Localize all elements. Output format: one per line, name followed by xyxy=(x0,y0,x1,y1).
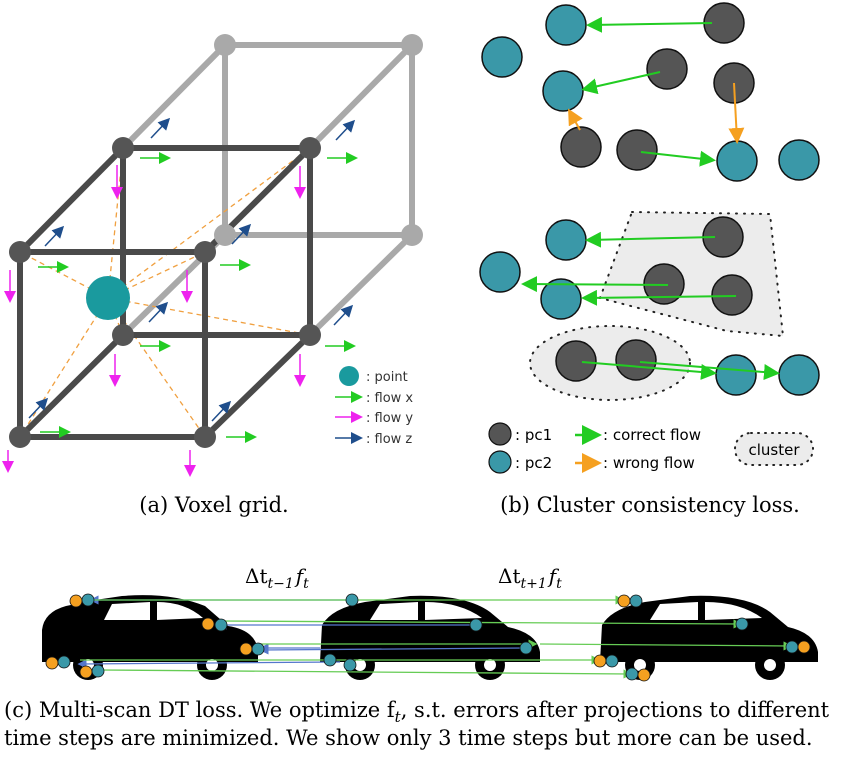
flow-y-arrows xyxy=(2,165,306,477)
voxel-legend: : point : flow x : flow y : flow z xyxy=(335,366,413,447)
flow-z-arrows xyxy=(28,117,356,422)
cluster-region-1 xyxy=(598,210,785,338)
query-point xyxy=(86,276,130,320)
legend-pc2-label: : pc2 xyxy=(515,454,552,472)
scan-points xyxy=(45,593,811,682)
legend-pc1-label: : pc1 xyxy=(515,426,552,444)
cluster-consistency-diagram: : pc1 : pc2 : correct flow : wrong flow … xyxy=(479,2,820,517)
caption-c-line2: time steps are minimized. We show only 3… xyxy=(4,726,813,750)
point-legend-icon xyxy=(339,366,359,386)
front-nodes xyxy=(9,137,321,448)
pc1-legend-icon xyxy=(488,422,512,446)
cluster-legend: : pc1 : pc2 : correct flow : wrong flow … xyxy=(488,422,814,474)
car-right-windows xyxy=(634,602,776,671)
legend-flow-y-label: : flow y xyxy=(366,411,413,426)
back-cube-edges xyxy=(120,42,415,338)
caption-a: (a) Voxel grid. xyxy=(139,493,288,517)
legend-wrong-flow-label: : wrong flow xyxy=(603,454,695,472)
bottom-group xyxy=(479,216,820,396)
legend-flow-x-label: : flow x xyxy=(366,391,413,406)
legend-point-label: : point xyxy=(366,370,408,385)
car-middle-windows xyxy=(354,602,496,671)
caption-c-line1: (c) Multi-scan DT loss. We optimize ft, … xyxy=(4,698,830,726)
flow-x-arrows xyxy=(38,152,358,443)
car-left-windows xyxy=(82,602,218,671)
legend-correct-flow-label: : correct flow xyxy=(603,426,701,444)
voxel-grid-diagram: : point : flow x : flow y : flow z (a) V… xyxy=(2,34,423,517)
top-group xyxy=(481,2,820,182)
caption-b: (b) Cluster consistency loss. xyxy=(500,493,800,517)
back-nodes xyxy=(214,34,423,246)
cluster-legend-icon xyxy=(734,432,814,466)
legend-flow-z-label: : flow z xyxy=(366,432,412,447)
legend-cluster-label: cluster xyxy=(748,441,800,459)
cluster-region-2 xyxy=(529,325,691,401)
pc2-legend-icon xyxy=(488,450,512,474)
